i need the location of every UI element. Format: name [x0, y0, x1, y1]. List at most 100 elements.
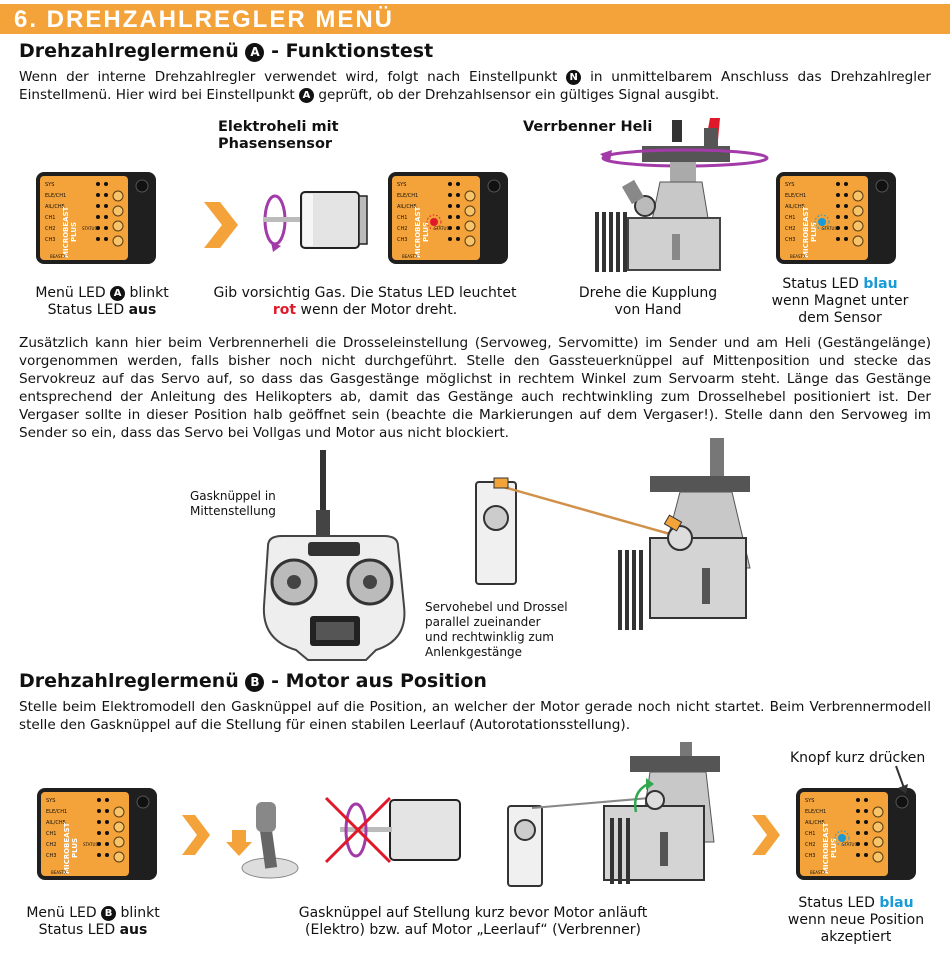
device-row-label: SYS [397, 182, 406, 188]
arrow-right-icon [182, 815, 210, 855]
circle-a-icon: A [299, 88, 315, 103]
led-dot [97, 809, 101, 813]
device-row-label: SYS [46, 798, 55, 804]
led-dot [836, 237, 840, 241]
led-dot [104, 204, 108, 208]
device-row-label: AIL/CH5 [805, 820, 825, 826]
device-row-label: CH3 [45, 237, 55, 243]
led-dot [864, 831, 868, 835]
status-led [818, 218, 826, 226]
motor-off-paragraph: Stelle beim Elektromodell den Gasknüppel… [19, 699, 931, 733]
led-dot [448, 204, 452, 208]
led-dot [456, 237, 460, 241]
led-dot [97, 853, 101, 857]
led-dot [448, 215, 452, 219]
device-status-label: STATUS [82, 226, 97, 231]
device-brand-plus: PLUS [810, 222, 818, 242]
device-row-label: CH2 [397, 226, 407, 232]
device-row-label: SYS [805, 798, 814, 804]
heading-section-a: Drehzahlreglermenü A - Funktionstest [19, 40, 434, 62]
device-status-label: STATUS [434, 226, 449, 231]
pot-icon [852, 205, 864, 217]
section-banner: 6. DREHZAHLREGLER MENÜ [0, 4, 950, 34]
status-led-glow [814, 214, 830, 230]
device-row-label: CH1 [46, 831, 56, 837]
device-row-label: AIL/CH5 [46, 820, 66, 826]
device-status-label: STATUS [842, 842, 857, 847]
caption-menu-led: Menü LED A blinkt Status LED aus [35, 285, 169, 318]
nitro-engine-icon [595, 118, 769, 272]
led-dot [104, 193, 108, 197]
device-brand: MICROBEAST [62, 206, 70, 258]
led-dot [104, 215, 108, 219]
led-dot [844, 226, 848, 230]
led-dot [97, 831, 101, 835]
pot-icon [852, 190, 864, 202]
device-button [895, 795, 909, 809]
device-brand: MICROBEAST [63, 822, 71, 874]
pot-icon [113, 851, 125, 863]
banner-title: 6. DREHZAHLREGLER MENÜ [14, 6, 395, 33]
device-row-label: SYS [45, 182, 54, 188]
servo-linkage-icon [475, 438, 751, 630]
device-button [875, 179, 889, 193]
led-dot [104, 226, 108, 230]
led-dot [96, 215, 100, 219]
device-button [135, 179, 149, 193]
circle-b-icon: B [245, 673, 265, 692]
pot-icon [112, 235, 124, 247]
led-dot [105, 798, 109, 802]
label-nitro: Verrbenner Heli [523, 119, 653, 135]
device-brand: MICROBEAST [414, 206, 422, 258]
device-status-label: STATUS [822, 226, 837, 231]
circle-b-icon: B [101, 906, 117, 921]
intro-paragraph: Wenn der interne Drehzahlregler verwende… [19, 69, 932, 103]
caption-gas: Gib vorsichtig Gas. Die Status LED leuch… [213, 285, 517, 318]
heading-section-b: Drehzahlreglermenü B - Motor aus Positio… [19, 670, 487, 692]
pot-icon [464, 205, 476, 217]
caption-status-blue: Status LED blau wenn Magnet unter dem Se… [771, 276, 909, 326]
device-brand-plus: PLUS [71, 838, 79, 858]
arrow-down-icon [895, 765, 908, 794]
led-dot [96, 204, 100, 208]
label-press-button: Knopf kurz drücken [790, 750, 926, 766]
device-row-label: CH2 [46, 842, 56, 848]
device-row-label: CH3 [46, 853, 56, 859]
led-dot [456, 204, 460, 208]
device-row-label: CH2 [805, 842, 815, 848]
led-dot [456, 215, 460, 219]
led-dot [105, 809, 109, 813]
status-led-glow [834, 830, 850, 846]
led-dot [844, 204, 848, 208]
device-brand: MICROBEAST [822, 822, 830, 874]
device-logo: BEASTX [50, 254, 66, 259]
electric-motor-crossed-icon [324, 796, 461, 864]
device-logo: BEASTX [810, 870, 826, 875]
led-dot [96, 237, 100, 241]
electric-motor-icon [263, 191, 368, 252]
device-row-label: ELE/CH1 [45, 193, 66, 199]
circle-n-icon: N [566, 70, 582, 85]
device-row-label: CH1 [805, 831, 815, 837]
pot-icon [464, 190, 476, 202]
device-status-label: STATUS [83, 842, 98, 847]
pot-icon [464, 235, 476, 247]
led-dot [96, 182, 100, 186]
status-led-glow [426, 214, 442, 230]
device-row-label: AIL/CH5 [397, 204, 417, 210]
label-servo-parallel: Servohebel und Drossel parallel zueinand… [425, 600, 568, 659]
caption-clutch: Drehe die Kupplung von Hand [578, 285, 718, 318]
device-row-label: ELE/CH1 [805, 809, 826, 815]
caption-stick-position: Gasknüppel auf Stellung kurz bevor Motor… [298, 905, 648, 938]
led-dot [836, 226, 840, 230]
device-row-label: SYS [785, 182, 794, 188]
device-row-label: AIL/CH5 [45, 204, 65, 210]
led-dot [836, 215, 840, 219]
led-dot [105, 831, 109, 835]
